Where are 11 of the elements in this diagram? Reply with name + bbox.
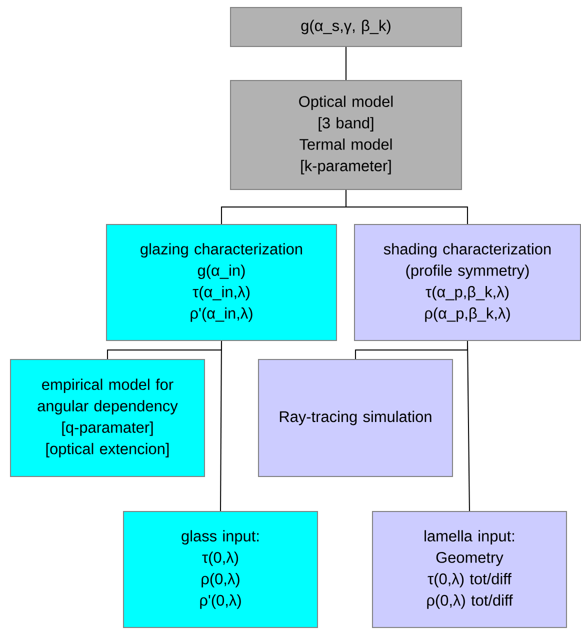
model-box: g(α_s,γ, β_k) bbox=[230, 7, 462, 47]
model-box: Optical model [3 band] Termal model [k-parameter] bbox=[230, 80, 462, 190]
glazing-box: glazing characterization g(α_in) τ(α_in,λ) ρ'(α_in,λ) bbox=[106, 224, 337, 341]
connector-line bbox=[467, 340, 470, 512]
connector-line bbox=[346, 190, 468, 224]
shading-box: shading characterization (profile symmetry) τ(α_p,β_k,λ) ρ(α_p,β_k,λ) bbox=[354, 224, 581, 341]
glazing-box: glass input: τ(0,λ) ρ(0,λ) ρ'(0,λ) bbox=[123, 511, 318, 628]
glazing-box: empirical model for angular dependency [q-paramater] [optical extencion] bbox=[10, 359, 205, 477]
connector-line bbox=[220, 340, 222, 512]
shading-box: lamella input: Geometry τ(0,λ) tot/diff ρ(0,λ) tot/diff bbox=[372, 511, 567, 628]
shading-box: Ray-tracing simulation bbox=[258, 359, 453, 477]
